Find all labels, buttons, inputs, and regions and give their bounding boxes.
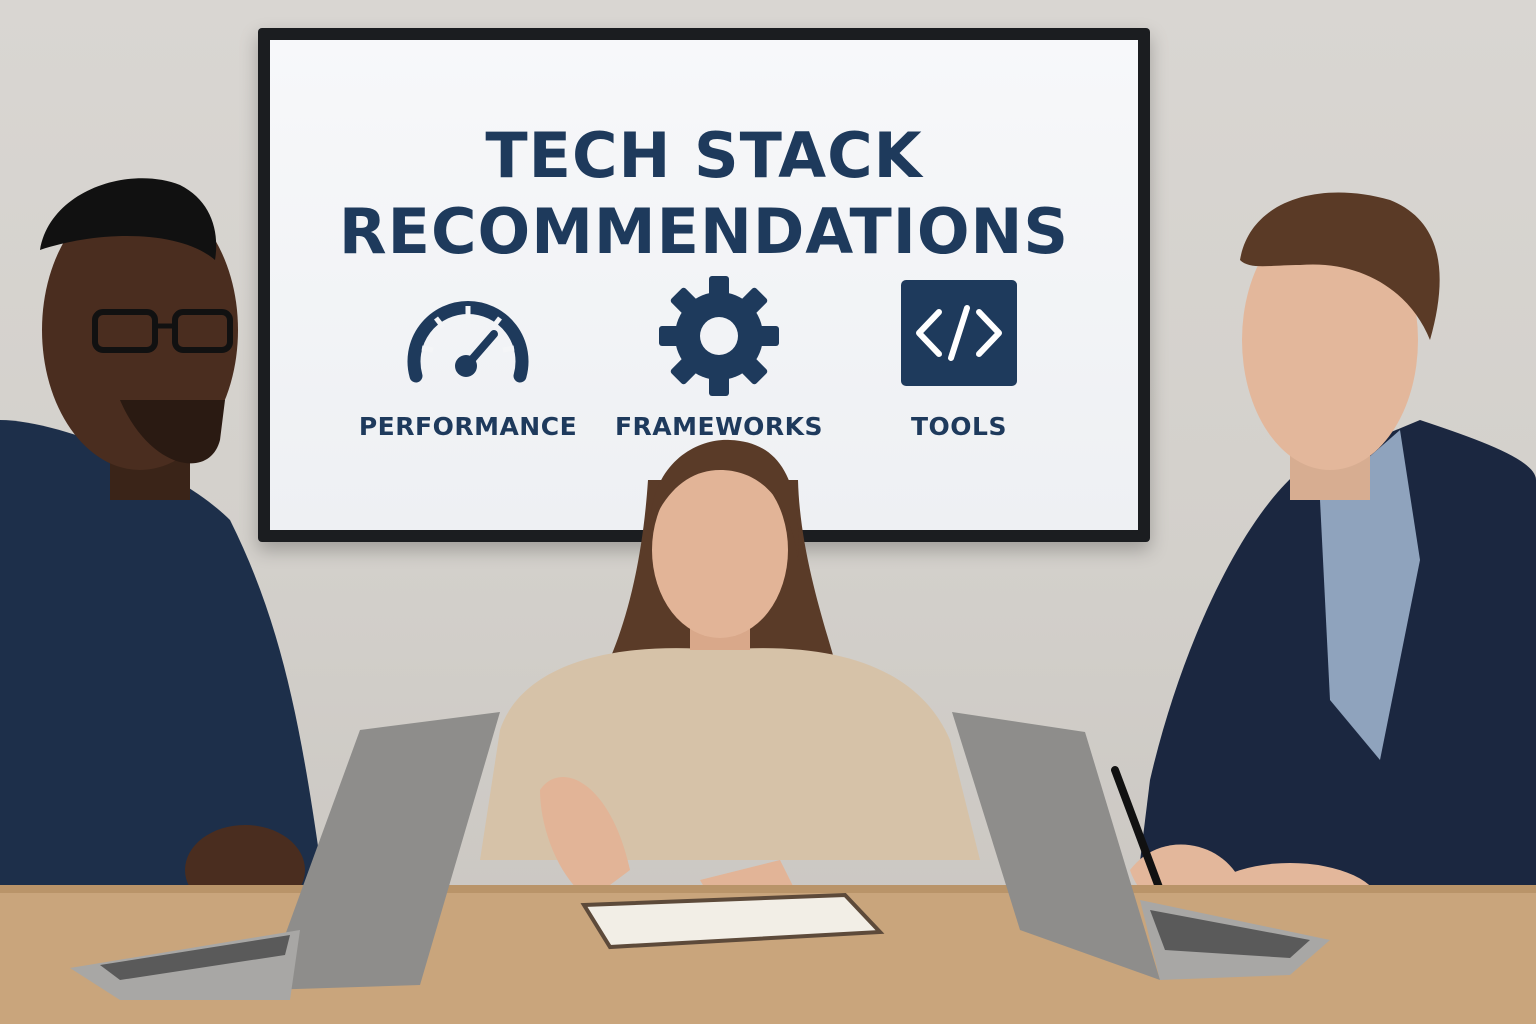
man-left [0,178,320,1024]
code-icon [901,280,1017,386]
display-screen: TECH STACK RECOMMENDATIONS PERF [270,40,1138,530]
gear-icon [659,276,779,396]
feature-label: FRAMEWORKS [614,412,824,441]
screen-title-line-1: TECH STACK [485,119,923,192]
feature-label: TOOLS [911,412,1007,441]
woman-center [480,439,980,915]
feature-label: PERFORMANCE [358,412,578,441]
laptop-right [952,712,1330,980]
screen-title: TECH STACK RECOMMENDATIONS [270,118,1138,270]
feature-tools: TOOLS [844,276,1074,446]
wall-display: TECH STACK RECOMMENDATIONS PERF [258,28,1150,542]
screen-title-line-2: RECOMMENDATIONS [338,195,1070,268]
notebook [580,892,885,950]
speedometer-icon [407,301,529,383]
feature-frameworks: FRAMEWORKS [604,276,834,446]
laptop-left [70,712,500,1000]
feature-performance: PERFORMANCE [353,276,583,446]
